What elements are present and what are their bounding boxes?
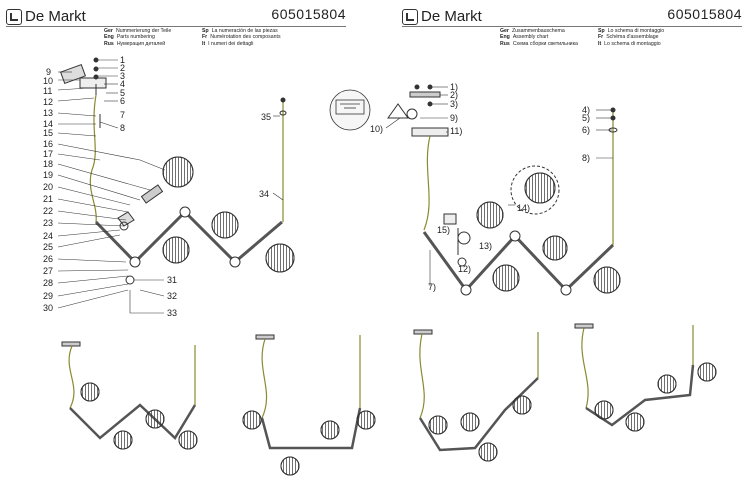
- part-label: 10: [43, 76, 53, 86]
- part-label: 32: [167, 291, 177, 301]
- part-label: 11: [43, 86, 52, 96]
- part-label: 13): [479, 241, 492, 251]
- part-label: 6): [582, 125, 590, 135]
- part-label: 10): [370, 124, 383, 134]
- part-label: 3): [450, 99, 458, 109]
- logo-icon: [6, 8, 22, 25]
- brand-logo: De Markt: [402, 8, 482, 25]
- product-code: 605015804: [271, 6, 346, 22]
- variant-3: [413, 329, 539, 462]
- part-label: 3: [120, 71, 125, 81]
- glass-globe: [211, 211, 239, 239]
- variant-1: [61, 341, 198, 450]
- header-rule: [402, 26, 742, 27]
- config-variants: [61, 323, 717, 476]
- part-label: 21: [43, 194, 53, 204]
- assembly-view-right: [385, 84, 621, 296]
- part-label: 27: [43, 266, 53, 276]
- part-label: 29: [43, 291, 53, 301]
- globe-callout: [510, 165, 560, 215]
- part-label: 15: [43, 128, 53, 138]
- glass-globe: [492, 264, 520, 292]
- ceiling-detail-inset: [329, 89, 371, 131]
- glass-globe: [593, 266, 621, 294]
- part-label: 20: [43, 182, 53, 192]
- part-label: 8: [120, 123, 125, 133]
- part-label: 31: [167, 275, 177, 285]
- part-label: 4): [582, 105, 590, 115]
- part-label: 8): [582, 153, 590, 163]
- part-label: 5: [120, 88, 125, 98]
- variant-4: [574, 323, 717, 432]
- part-label: 2: [120, 63, 125, 73]
- part-label: 14): [517, 203, 530, 213]
- brand-name: De Markt: [421, 8, 482, 25]
- part-label: 26: [43, 254, 53, 264]
- part-label: 1: [120, 55, 125, 65]
- variant-2: [242, 334, 376, 476]
- part-label: 7: [120, 110, 125, 120]
- glass-globe: [265, 243, 295, 273]
- part-label: 22: [43, 206, 53, 216]
- glass-globe: [162, 236, 190, 264]
- part-label: 19: [43, 170, 53, 180]
- product-code: 605015804: [667, 6, 742, 22]
- part-label: 12: [43, 97, 53, 107]
- part-label: 14: [43, 119, 53, 129]
- header-rule: [6, 26, 346, 27]
- part-label: 34: [259, 189, 269, 199]
- brand-name: De Markt: [25, 8, 86, 25]
- part-label: 5): [582, 113, 590, 123]
- part-label: 11): [450, 126, 462, 136]
- exploded-view-left: [57, 57, 295, 314]
- glass-globe: [162, 156, 194, 188]
- part-label: 7): [428, 282, 436, 292]
- part-label: 28: [43, 278, 53, 288]
- part-label: 16: [43, 139, 53, 149]
- brand-logo: De Markt: [6, 8, 86, 25]
- part-label: 23: [43, 218, 53, 228]
- part-label: 15): [437, 225, 450, 235]
- part-label: 1): [450, 82, 458, 92]
- logo-icon: [402, 8, 418, 25]
- part-label: 35: [261, 112, 271, 122]
- part-label: 6: [120, 96, 125, 106]
- part-label: 17: [43, 149, 53, 159]
- part-label: 25: [43, 242, 53, 252]
- part-label: 13: [43, 108, 53, 118]
- part-label: 24: [43, 231, 53, 241]
- part-labels-right: 1) 2) 3) 4) 5) 6) 7) 8) 9) 10) 11) 12) 1…: [370, 82, 590, 292]
- part-label: 12): [458, 264, 471, 274]
- part-label: 30: [43, 303, 53, 313]
- glass-globe: [476, 201, 504, 229]
- part-label: 2): [450, 90, 458, 100]
- part-label: 9): [450, 113, 458, 123]
- part-labels-left: 1 2 3 4 5 6 7 8 9 10 11 12 13 14 15 16 1…: [43, 55, 271, 318]
- part-label: 33: [167, 308, 177, 318]
- part-label: 9: [46, 67, 51, 77]
- part-label: 18: [43, 159, 53, 169]
- part-label: 4: [120, 79, 125, 89]
- glass-globe: [542, 235, 568, 261]
